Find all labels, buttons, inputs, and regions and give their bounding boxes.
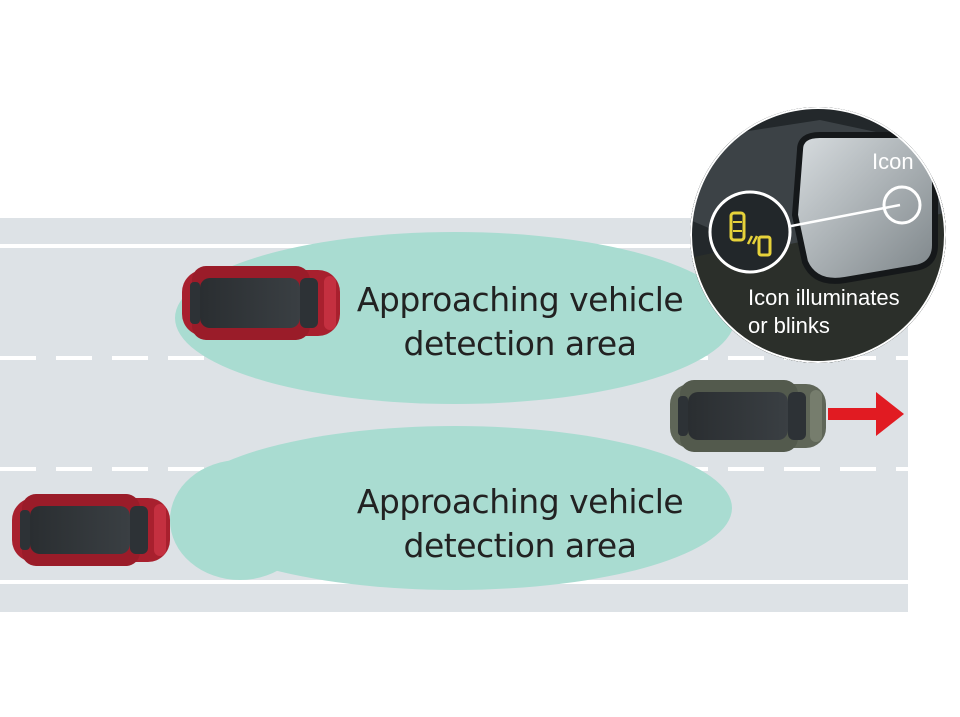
icon-status-label: Icon illuminates or blinks [748,284,900,340]
lane-dash [112,467,148,471]
zone-label-lower-line1: Approaching vehicle [356,482,684,521]
icon-magnifier [708,190,792,274]
lane-dash [896,356,932,360]
zone-label-lower-line2: detection area [403,526,637,565]
zone-label-upper-line2: detection area [403,324,637,363]
lane-dash [168,467,204,471]
approaching-vehicle-upper [182,266,340,340]
zone-label-upper: Approaching vehicle detection area [330,278,710,366]
lane-dash [56,467,92,471]
direction-arrow [828,392,904,436]
lane-dash [728,467,764,471]
lane-dash [840,467,876,471]
lane-dash [0,356,36,360]
lane-dash [112,356,148,360]
lane-dash [728,356,764,360]
lane-dash [784,467,820,471]
lane-dash [168,356,204,360]
mirror-icon-highlight [882,185,922,225]
icon-status-line2: or blinks [748,313,830,338]
zone-label-lower: Approaching vehicle detection area [330,480,710,568]
icon-status-line1: Icon illuminates [748,285,900,310]
detection-zone-lower-left [170,460,310,580]
approaching-vehicle-lower [12,494,170,566]
mirror-inset [690,107,946,363]
lane-dash [0,467,36,471]
icon-label: Icon [872,149,914,174]
lane-dash [56,356,92,360]
own-vehicle [670,380,826,452]
detection-zone-lower [178,426,732,590]
lane-dash [840,356,876,360]
lane-dash [896,467,932,471]
zone-label-upper-line1: Approaching vehicle [356,280,684,319]
approaching-vehicle-warning-icon [729,211,772,257]
